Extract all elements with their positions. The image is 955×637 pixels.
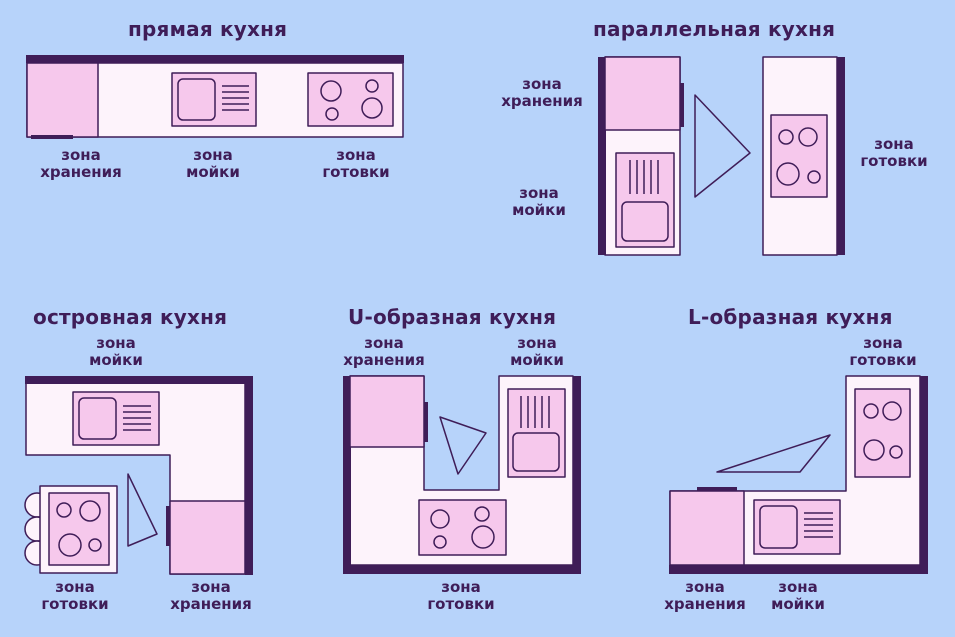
island-top-wall: [25, 376, 253, 384]
l-shaped-kitchen-title: L-образная кухня: [688, 305, 893, 329]
straight-sink-icon: [171, 72, 257, 127]
parallel-kitchen-title: параллельная кухня: [593, 17, 836, 41]
parallel-storage-door-handle: [680, 83, 684, 127]
u-work-triangle: [439, 416, 487, 475]
u-sink-zone-label: зона мойки: [510, 334, 564, 369]
island-work-triangle: [127, 473, 158, 547]
island-stove-zone-label: зона готовки: [41, 578, 109, 613]
l-sink-zone-label: зона мойки: [771, 578, 825, 613]
u-storage-zone-label: зона хранения: [343, 334, 425, 369]
l-sink-icon: [753, 499, 841, 555]
straight-storage-door-handle: [31, 135, 73, 139]
l-stove-zone-label: зона готовки: [849, 334, 917, 369]
u-stove-icon: [418, 499, 507, 556]
island-kitchen-title: островная кухня: [33, 305, 228, 329]
u-shaped-kitchen-plan: [343, 375, 581, 574]
parallel-right-wall: [837, 57, 845, 255]
straight-stove-icon: [307, 72, 394, 127]
parallel-sink-icon: [615, 152, 675, 248]
island-storage-cabinet: [169, 500, 246, 575]
island-sink-zone-label: зона мойки: [89, 334, 143, 369]
l-stove-icon: [854, 388, 911, 478]
l-right-wall: [920, 376, 928, 574]
parallel-sink-zone-label: зона мойки: [512, 184, 566, 219]
straight-kitchen-plan: [26, 55, 404, 139]
straight-sink-zone-label: зона мойки: [186, 146, 240, 181]
island-right-wall: [245, 376, 253, 575]
l-shaped-kitchen-plan: [669, 375, 928, 574]
u-storage-cabinet: [349, 375, 425, 448]
parallel-stove-icon: [770, 114, 828, 198]
straight-storage-zone-label: зона хранения: [40, 146, 122, 181]
island-kitchen-plan: [24, 376, 253, 575]
parallel-stove-zone-label: зона готовки: [860, 135, 928, 170]
l-storage-zone-label: зона хранения: [664, 578, 746, 613]
straight-stove-zone-label: зона готовки: [322, 146, 390, 181]
island-storage-zone-label: зона хранения: [170, 578, 252, 613]
parallel-left-wall: [598, 57, 606, 255]
parallel-storage-cabinet: [604, 56, 681, 131]
u-stove-zone-label: зона готовки: [427, 578, 495, 613]
u-sink-icon: [507, 388, 566, 478]
u-storage-door-handle: [424, 402, 428, 442]
l-storage-cabinet: [669, 490, 745, 566]
u-left-wall: [343, 376, 351, 574]
parallel-work-triangle: [694, 94, 751, 198]
l-storage-door-handle: [697, 487, 737, 491]
island-sink-icon: [72, 391, 160, 446]
u-right-wall: [573, 376, 581, 574]
u-shaped-kitchen-title: U-образная кухня: [348, 305, 557, 329]
l-work-triangle: [716, 434, 831, 473]
l-bottom-wall: [669, 565, 928, 574]
straight-kitchen-title: прямая кухня: [128, 17, 288, 41]
parallel-kitchen-plan: [598, 56, 845, 256]
straight-wall: [26, 55, 404, 63]
straight-storage-cabinet: [26, 62, 99, 138]
island-storage-door-handle: [166, 506, 170, 546]
island-stove-icon: [48, 492, 110, 566]
parallel-storage-zone-label: зона хранения: [501, 75, 583, 110]
u-bottom-wall: [343, 565, 581, 574]
